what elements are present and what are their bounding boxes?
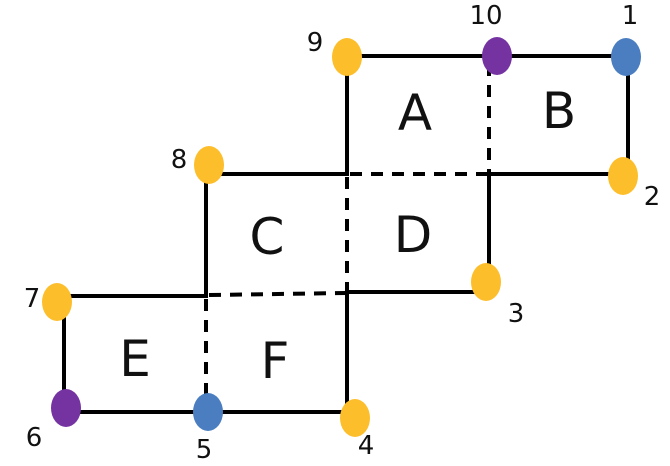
node-4-marker — [340, 399, 370, 437]
node-4-label: 4 — [358, 431, 375, 461]
node-5-marker — [193, 393, 223, 431]
node-1-marker — [611, 38, 641, 76]
node-1-label: 1 — [622, 1, 639, 31]
cell-label-d: D — [394, 206, 433, 264]
cell-label-f: F — [261, 332, 290, 390]
node-9-label: 9 — [307, 28, 324, 58]
node-2-marker — [608, 157, 638, 195]
cell-label-c: C — [250, 208, 285, 266]
node-7-label: 7 — [24, 284, 41, 314]
cell-label-a: A — [398, 84, 432, 142]
node-6-marker — [51, 389, 81, 427]
node-labels: 1 2 3 4 5 6 7 8 9 10 — [24, 1, 661, 465]
node-2-label: 2 — [644, 182, 661, 212]
node-10-marker — [482, 37, 512, 75]
cell-label-e: E — [119, 330, 151, 388]
dash-c-f — [208, 291, 348, 297]
nodes — [42, 37, 641, 437]
cell-label-b: B — [542, 82, 576, 140]
dashed-edges — [204, 64, 491, 412]
node-3-label: 3 — [508, 299, 525, 329]
node-8-marker — [194, 146, 224, 184]
node-5-label: 5 — [196, 435, 213, 465]
cell-labels: A B C D E F — [119, 82, 576, 390]
node-10-label: 10 — [469, 1, 502, 31]
node-6-label: 6 — [26, 423, 43, 453]
node-8-label: 8 — [171, 145, 188, 175]
node-9-marker — [332, 38, 362, 76]
node-7-marker — [42, 283, 72, 321]
node-3-marker — [471, 263, 501, 301]
